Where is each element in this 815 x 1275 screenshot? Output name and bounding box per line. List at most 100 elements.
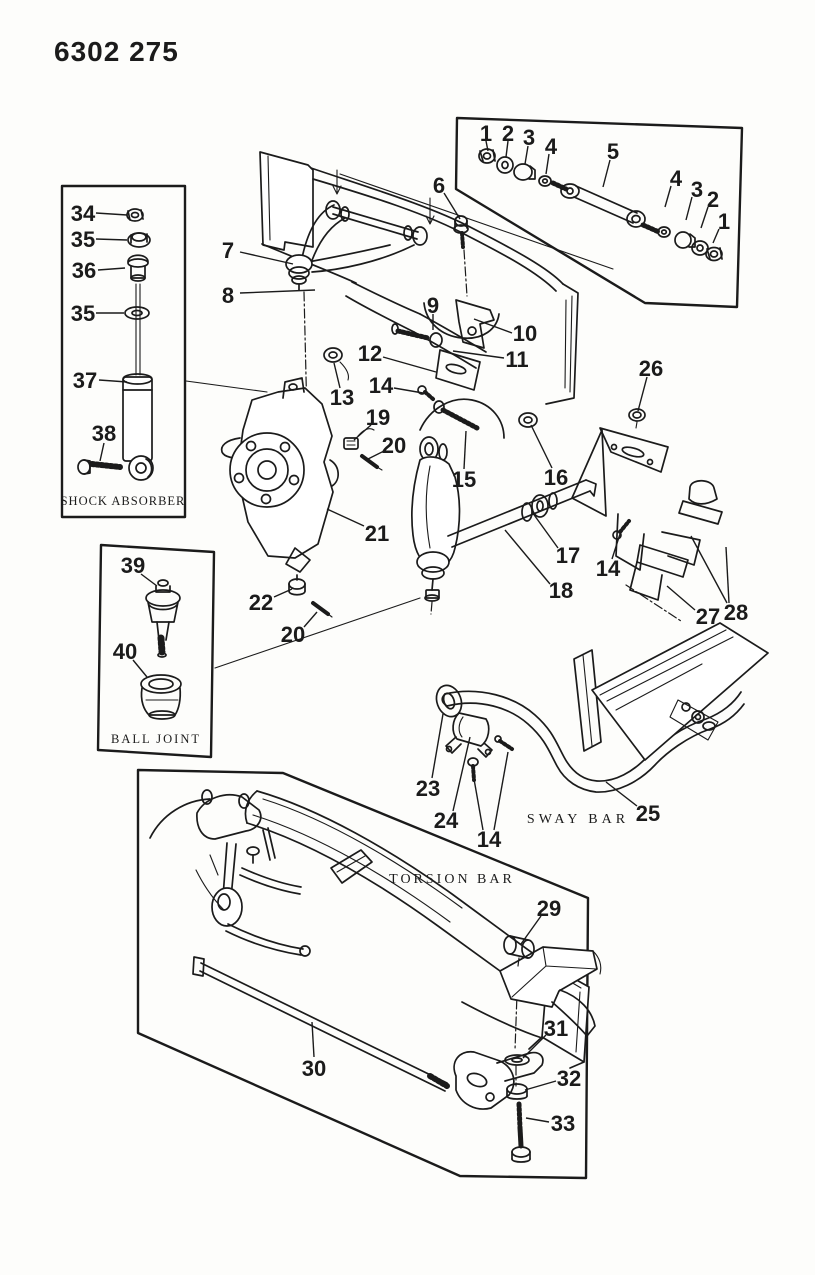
callout-number-36: 36: [72, 258, 96, 283]
callout-number-15: 15: [452, 467, 476, 492]
callout-number-32: 32: [557, 1066, 581, 1091]
callout-leader-3: [685, 196, 693, 221]
shock-absorber-drawing: [77, 208, 154, 481]
shock-absorber-caption: SHOCK ABSORBER: [61, 494, 186, 508]
callout-number-31: 31: [544, 1016, 568, 1041]
callout-leader-25: [605, 781, 638, 807]
callout-leader-7: [239, 251, 294, 265]
callout-number-39: 39: [121, 553, 145, 578]
callout-number-30: 30: [302, 1056, 326, 1081]
callout-number-23: 23: [416, 776, 440, 801]
callout-number-20: 20: [382, 433, 406, 458]
pivot-bolt-6-drawing: [453, 215, 469, 297]
callout-leader-13: [333, 362, 341, 389]
callout-number-29: 29: [537, 896, 561, 921]
callout-number-22: 22: [249, 590, 273, 615]
small-hardware-center: [288, 323, 538, 618]
callout-leader-16: [530, 424, 553, 469]
splash-shield-drawing: [259, 151, 614, 270]
ball-joint-caption: BALL JOINT: [111, 732, 201, 746]
callout-number-3: 3: [523, 125, 535, 150]
callout-number-6: 6: [433, 173, 445, 198]
shock-absorber-inset: SHOCK ABSORBER: [61, 184, 268, 519]
callout-number-3: 3: [691, 177, 703, 202]
callout-leader-34: [95, 212, 128, 216]
callout-leader-20: [303, 611, 318, 628]
callout-leader-39: [140, 573, 158, 587]
callout-number-16: 16: [544, 465, 568, 490]
callout-leader-17: [531, 511, 559, 549]
callout-leader-28: [690, 535, 728, 604]
link-hardware-left: [478, 148, 552, 187]
callout-number-35: 35: [71, 301, 95, 326]
callout-leader-2: [505, 140, 509, 158]
callout-number-21: 21: [365, 521, 389, 546]
line-art: SHOCK ABSORBER BALL JOINT: [61, 116, 769, 1180]
callout-leader-28: [725, 546, 730, 604]
callout-leader-1: [712, 228, 720, 244]
callout-number-35: 35: [71, 227, 95, 252]
callout-number-11: 11: [505, 347, 528, 372]
ball-joint-inset-pointer-line: [214, 597, 421, 669]
callout-leader-22: [273, 588, 293, 598]
callout-number-4: 4: [670, 166, 683, 191]
callout-leader-14: [393, 387, 424, 394]
callout-number-38: 38: [92, 421, 116, 446]
ball-joint-inset: BALL JOINT: [96, 543, 421, 759]
callout-leader-20: [367, 450, 385, 460]
callout-number-14: 14: [477, 827, 502, 852]
stabilizer-link-drawing: [550, 180, 662, 235]
page-title: 6302 275: [54, 36, 179, 67]
callout-number-2: 2: [707, 187, 719, 212]
callout-number-5: 5: [607, 139, 619, 164]
callout-number-20: 20: [281, 622, 305, 647]
callout-number-18: 18: [549, 578, 573, 603]
callout-number-17: 17: [556, 543, 580, 568]
callout-number-27: 27: [696, 604, 720, 629]
torsion-bar-panel: [136, 768, 602, 1180]
callout-number-8: 8: [222, 283, 234, 308]
anchor-bracket-drawing: [499, 935, 602, 1037]
callout-number-13: 13: [330, 385, 354, 410]
callout-leader-30: [311, 1021, 315, 1058]
callout-number-1: 1: [718, 209, 730, 234]
callout-leader-11: [452, 350, 505, 359]
steering-knuckle-drawing: [220, 377, 339, 573]
mini-suspension-sketch: [149, 789, 311, 957]
callout-leader-23: [431, 713, 444, 779]
callout-leader-24: [452, 736, 471, 812]
callout-leader-8: [239, 289, 316, 294]
frame-rail-drawing: [244, 790, 590, 1069]
sway-bar-drawing: [435, 622, 769, 793]
callout-number-4: 4: [545, 134, 558, 159]
callout-leader-21: [326, 508, 365, 527]
callout-leader-14: [493, 751, 509, 831]
callout-leader-14: [611, 533, 621, 560]
callout-leader-4: [545, 153, 550, 175]
callout-leader-32: [524, 1080, 557, 1091]
link-hardware-panel: [454, 116, 744, 309]
callout-number-25: 25: [636, 801, 660, 826]
callout-leader-26: [637, 376, 648, 412]
callout-leader-10: [473, 318, 513, 334]
callout-leader-15: [463, 430, 467, 470]
callout-number-14: 14: [369, 373, 394, 398]
callout-number-40: 40: [113, 639, 137, 664]
callout-number-1: 1: [480, 121, 492, 146]
callout-leader-14: [473, 778, 484, 831]
strut-bracket-assembly-drawing: [571, 408, 723, 622]
callout-number-37: 37: [73, 368, 97, 393]
callout-number-2: 2: [502, 121, 514, 146]
callout-number-7: 7: [222, 238, 234, 263]
callout-number-12: 12: [358, 341, 382, 366]
torsion-bar-rod-drawing: [192, 956, 450, 1092]
shock-inset-pointer-line: [185, 380, 268, 393]
callout-number-28: 28: [724, 600, 748, 625]
callout-leader-31: [522, 1034, 547, 1059]
callout-leader-38: [99, 442, 105, 462]
lower-control-arm-drawing: [411, 436, 597, 615]
sway-bar-caption: SWAY BAR: [527, 812, 629, 827]
